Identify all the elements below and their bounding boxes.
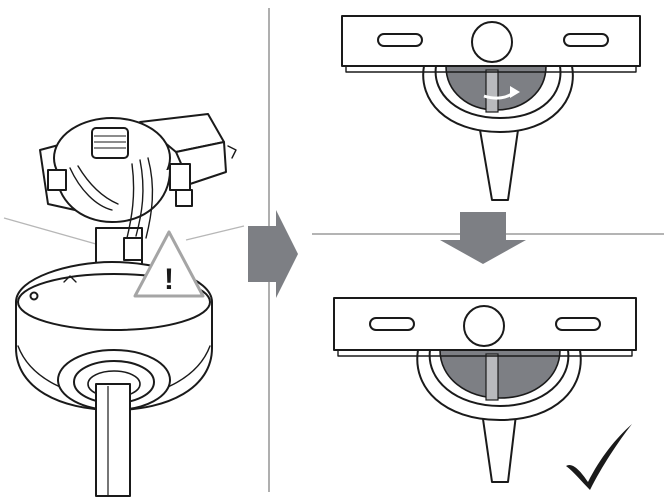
top-right-bracket-rotation — [341, 15, 641, 201]
arrow-right-icon — [248, 210, 298, 298]
checkmark-icon — [566, 424, 632, 490]
bottom-right-bracket-locked — [333, 297, 637, 483]
arrow-down-icon — [440, 212, 526, 264]
left-panel-fan-assembly: ! — [3, 113, 245, 497]
warning-triangle-icon: ! — [133, 230, 205, 298]
warning-symbol: ! — [164, 263, 174, 296]
downrod — [95, 383, 131, 497]
mounting-bracket-and-wires — [39, 113, 237, 261]
